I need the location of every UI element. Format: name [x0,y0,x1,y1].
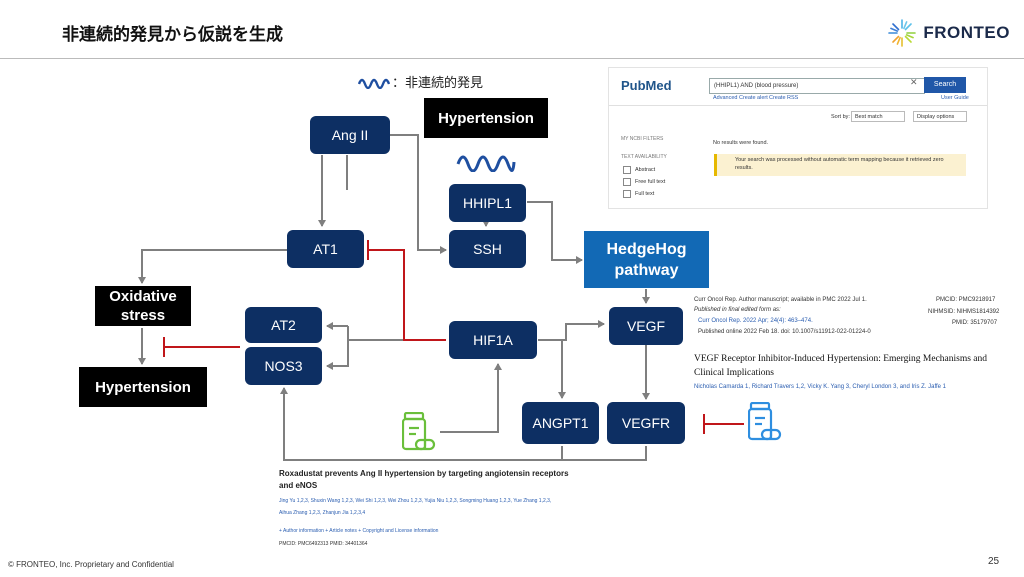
node-angpt1[interactable]: ANGPT1 [522,402,599,444]
discontinuous-wave-icon [358,78,390,89]
filter-free-full-text[interactable]: Free full text [623,178,665,186]
drug-bottle-icon [402,412,436,451]
pubmed-search-button[interactable]: Search [924,77,966,93]
legend: ：非連続的発見 [358,72,483,91]
node-oxidative-stress[interactable]: Oxidative stress [95,286,191,326]
logo-text: FRONTEO [923,23,1010,42]
pubmed-no-results: No results were found. [713,140,769,146]
drug-bottle-icon [748,402,782,441]
pubmed-sort-select[interactable]: Best match [851,111,905,122]
edge-hhipl1-hedgehog [527,201,583,264]
pubmed-sort-label: Sort by: [831,114,850,120]
edge-hif1a-vegf [538,320,605,341]
node-hedgehog-pathway[interactable]: HedgeHog pathway [584,231,709,288]
pubmed-text-availability: TEXT AVAILABILITY [621,154,667,160]
pubmed-search-input[interactable]: (HHIPL1) AND (blood pressure) [709,78,925,94]
pubmed-link-create-alert[interactable]: Create alert [739,95,768,101]
article-right-published-online: Published online 2022 Feb 18. doi: 10.10… [698,329,871,335]
article-bottom-info-links[interactable]: + Author information + Article notes + C… [279,528,439,534]
discontinuous-wave-icon [456,155,516,172]
pubmed-user-guide[interactable]: User Guide [941,95,969,101]
node-ang2[interactable]: Ang II [310,116,390,154]
filter-full-text[interactable]: Full text [623,190,654,198]
slide-title: 非連続的発見から仮説を生成 [62,25,283,45]
clear-icon[interactable]: ✕ [910,77,918,87]
article-bottom-ids: PMCID: PMC6492313 PMID: 34401364 [279,541,368,547]
node-hypertension-top[interactable]: Hypertension [424,98,548,138]
article-right-published-final: Published in final edited form as: [694,307,781,313]
legend-label: ：非連続的発見 [392,76,484,91]
node-vegfr[interactable]: VEGFR [607,402,685,444]
edge-hif1a-nos3 [326,339,446,370]
article-bottom-title: Roxadustat prevents Ang II hypertension … [279,469,569,490]
article-right-citation[interactable]: Curr Oncol Rep. 2022 Apr; 24(4): 463–474… [698,318,813,324]
article-bottom-authors-2[interactable]: Aihua Zhang 1,2,3, Zhanjun Jia 1,2,3,4 [279,510,366,516]
node-at1[interactable]: AT1 [287,230,364,268]
node-hif1a[interactable]: HIF1A [449,321,537,359]
node-at2[interactable]: AT2 [245,307,322,343]
pubmed-display-options[interactable]: Display options [913,111,967,122]
edge-at1-oxidative [138,249,287,284]
article-right-pmid: PMID: 35179707 [952,320,998,326]
header-divider [0,58,1024,59]
edge-vegfr-nos3 [280,387,647,461]
pubmed-divider [609,105,987,106]
fronteo-burst-icon [888,19,917,47]
pubmed-link-advanced[interactable]: Advanced [713,95,738,101]
pubmed-link-create-rss[interactable]: Create RSS [769,95,799,101]
article-right-authors[interactable]: Nicholas Camarda 1, Richard Travers 1,2,… [694,384,947,390]
node-vegf[interactable]: VEGF [609,307,683,345]
edge-drug-hif1a [440,363,502,433]
node-nos3[interactable]: NOS3 [245,347,322,385]
edge-ang2-ssh [390,134,447,254]
pubmed-search-screenshot: PubMed (HHIPL1) AND (blood pressure) ✕ S… [608,67,988,209]
node-hypertension-bottom[interactable]: Hypertension [79,367,207,407]
node-ssh[interactable]: SSH [449,230,526,268]
pubmed-filters-label: MY NCBI FILTERS [621,136,664,142]
article-right-title: VEGF Receptor Inhibitor-Induced Hyperten… [694,354,988,378]
node-hhipl1[interactable]: HHIPL1 [449,184,526,222]
fronteo-logo: FRONTEO [887,16,1010,50]
pubmed-logo: PubMed [621,78,672,93]
article-right-nihmsid: NIHMSID: NIHMS1814392 [928,309,1000,315]
article-right-pmcid: PMCID: PMC9218917 [936,297,996,303]
filter-abstract[interactable]: Abstract [623,166,655,174]
pubmed-warning: Your search was processed without automa… [714,154,966,176]
inhibit-hif1a-at1 [368,249,446,341]
article-bottom-authors-1[interactable]: Jing Yu 1,2,3, Shuxin Wang 1,2,3, Wei Sh… [279,498,552,504]
article-right-journal: Curr Oncol Rep. Author manuscript; avail… [694,297,867,303]
page-number: 25 [988,556,1000,567]
footer-copyright: © FRONTEO, Inc. Proprietary and Confiden… [8,560,174,569]
